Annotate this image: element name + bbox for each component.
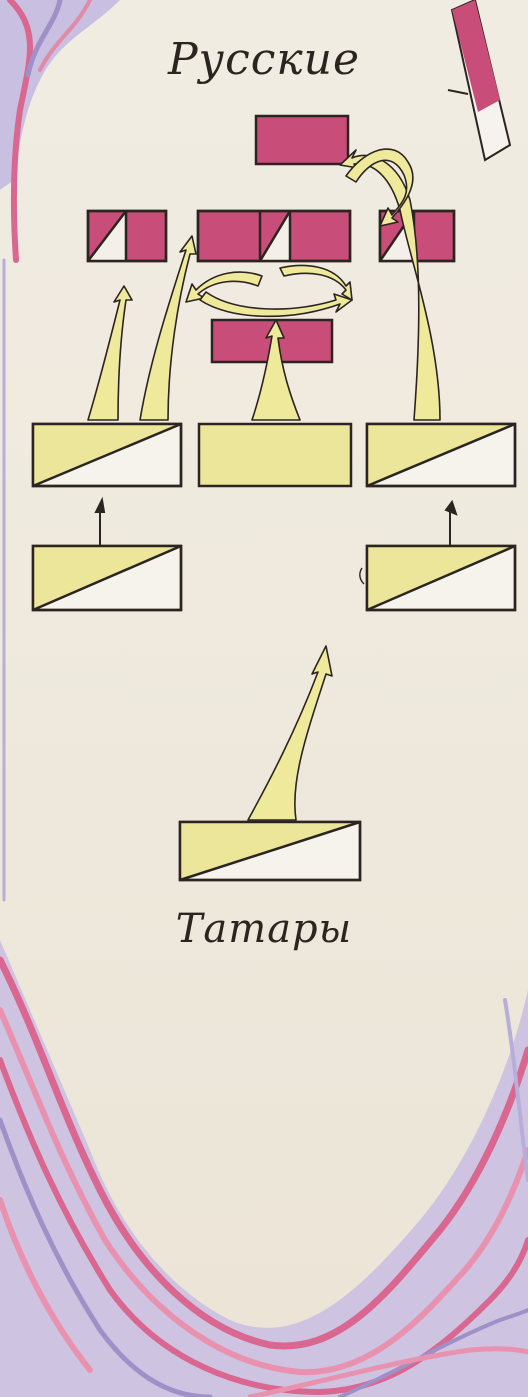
tatar-front-center-unit [199, 424, 351, 486]
tatar-rear-unit [180, 822, 360, 880]
russian-reserve-unit [256, 116, 348, 164]
russians-label: Русские [0, 34, 528, 85]
tatar-front-right-unit [367, 424, 515, 486]
tatar-front-left-unit [33, 424, 181, 486]
russian-center-unit [198, 211, 350, 261]
tatars-label: Татары [0, 906, 528, 952]
tatar-second-right-unit [367, 546, 515, 610]
tatar-second-left-unit [33, 546, 181, 610]
russian-left-flank-unit [88, 211, 166, 261]
